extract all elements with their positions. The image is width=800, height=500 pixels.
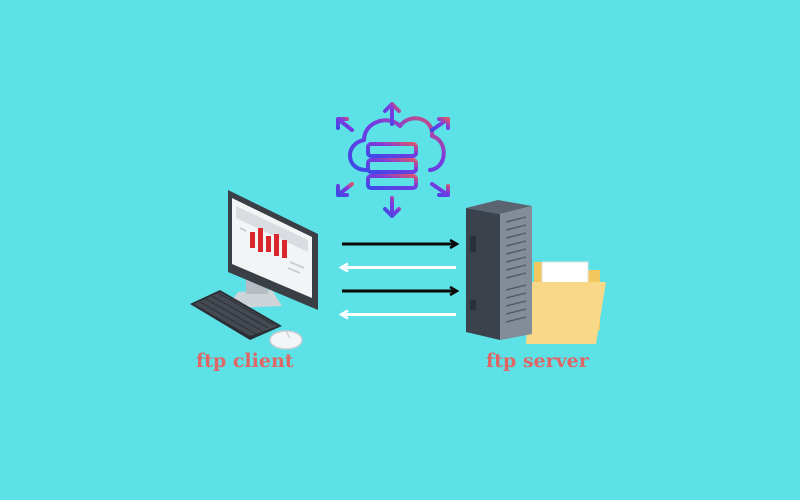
server-label: ftp server	[486, 350, 589, 372]
cloud-server-icon	[336, 102, 450, 218]
mouse-icon	[269, 330, 303, 350]
client-label: ftp client	[196, 350, 294, 372]
desktop-computer-icon	[226, 190, 318, 310]
tower-server-icon	[466, 200, 532, 340]
keyboard-icon	[190, 290, 282, 340]
folder-icon	[526, 261, 606, 344]
transfer-arrows	[342, 244, 456, 315]
screen-bar-chart	[250, 228, 287, 258]
